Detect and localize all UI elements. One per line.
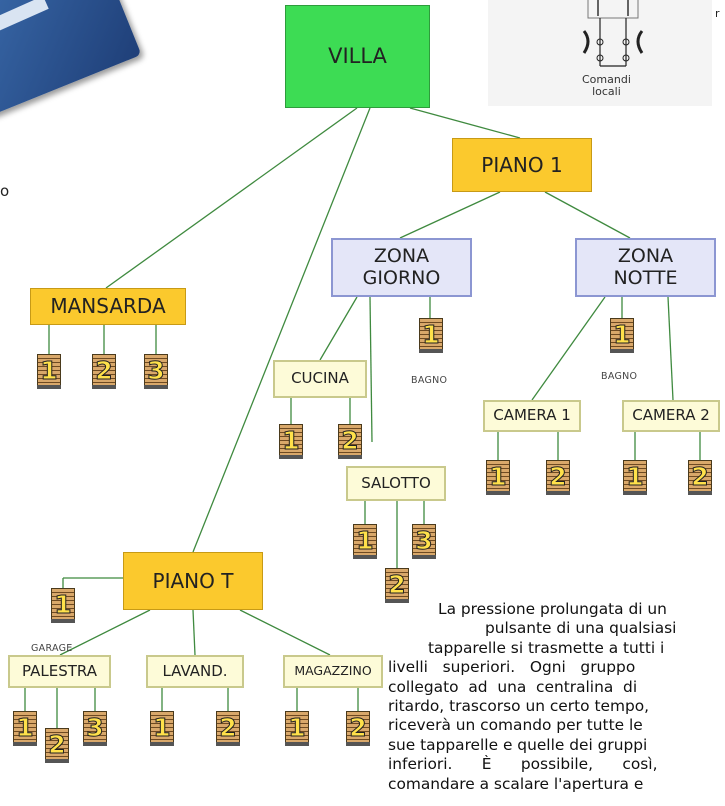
shutter-number: 2 <box>48 729 66 759</box>
shutter-number: 2 <box>95 355 113 385</box>
node-salotto: SALOTTO <box>346 466 446 501</box>
shutter-icon[interactable]: 2 <box>338 424 362 459</box>
shutter-icon[interactable]: 1 <box>623 460 647 495</box>
shutter-icon[interactable]: 1 <box>51 588 75 623</box>
shutter-number: 2 <box>549 461 567 491</box>
paragraph-line: sue tapparelle e quelle dei gruppi <box>388 735 648 754</box>
shutter-number: 1 <box>40 355 58 385</box>
node-camera-2: CAMERA 2 <box>622 400 720 432</box>
node-zona-notte: ZONA NOTTE <box>575 238 716 297</box>
node-piano-t: PIANO T <box>123 552 263 610</box>
shutter-icon[interactable]: 1 <box>37 354 61 389</box>
shutter-number: 1 <box>422 319 440 349</box>
shutter-number: 3 <box>86 712 104 742</box>
shutter-icon[interactable]: 1 <box>610 318 634 353</box>
shutter-icon[interactable]: 2 <box>216 711 240 746</box>
paragraph-line: ritardo, trascorso un certo tempo, <box>388 697 650 716</box>
shutter-number: 3 <box>147 355 165 385</box>
paragraph-line: inferiori. È possibile, così, <box>388 755 658 774</box>
shutter-number: 1 <box>153 712 171 742</box>
stray-text-left: o <box>0 182 10 200</box>
shutter-icon[interactable]: 1 <box>419 318 443 353</box>
shutter-number: 1 <box>626 461 644 491</box>
paragraph-line: La pressione prolungata di un <box>438 600 667 618</box>
shutter-number: 1 <box>54 589 72 619</box>
shutter-number: 1 <box>16 712 34 742</box>
label-garage: GARAGE <box>31 643 73 654</box>
node-mansarda: MANSARDA <box>30 288 186 325</box>
shutter-icon[interactable]: 1 <box>279 424 303 459</box>
shutter-icon[interactable]: 1 <box>486 460 510 495</box>
shutter-number: 2 <box>349 712 367 742</box>
shutter-icon[interactable]: 2 <box>45 728 69 763</box>
node-zona-giorno: ZONA GIORNO <box>331 238 472 297</box>
paragraph-line: livelli superiori. Ogni gruppo <box>388 658 636 677</box>
shutter-icon[interactable]: 2 <box>385 568 409 603</box>
shutter-icon[interactable]: 3 <box>144 354 168 389</box>
shutter-number: 3 <box>415 525 433 555</box>
shutter-icon[interactable]: 2 <box>546 460 570 495</box>
shutter-icon[interactable]: 2 <box>346 711 370 746</box>
shutter-number: 1 <box>282 425 300 455</box>
explanation-paragraph: La pressione prolungata di un pulsante d… <box>388 600 720 794</box>
shutter-icon[interactable]: 1 <box>353 524 377 559</box>
shutter-icon[interactable]: 1 <box>150 711 174 746</box>
paragraph-line: collegato ad una centralina di <box>388 677 638 696</box>
node-piano-1: PIANO 1 <box>452 138 592 192</box>
shutter-icon[interactable]: 1 <box>13 711 37 746</box>
node-villa: VILLA <box>285 5 430 108</box>
shutter-number: 1 <box>489 461 507 491</box>
stray-text-right: r <box>715 7 720 20</box>
switch-icon <box>582 0 644 67</box>
shutter-icon[interactable]: 2 <box>92 354 116 389</box>
shutter-number: 2 <box>341 425 359 455</box>
node-magazzino: MAGAZZINO <box>283 655 383 688</box>
label-bagno-giorno: BAGNO <box>411 375 448 386</box>
shutter-icon[interactable]: 3 <box>412 524 436 559</box>
paragraph-line: pulsante di una qualsiasi <box>485 619 677 638</box>
shutter-icon[interactable]: 2 <box>688 460 712 495</box>
shutter-number: 2 <box>388 569 406 599</box>
shutter-icon[interactable]: 1 <box>285 711 309 746</box>
local-controls-photo: Comandi locali <box>488 0 712 106</box>
paragraph-line: comandare a scalare l'apertura e <box>388 774 644 793</box>
shutter-icon[interactable]: 3 <box>83 711 107 746</box>
panel-caption: Comandi locali <box>582 73 631 98</box>
node-camera-1: CAMERA 1 <box>483 400 581 432</box>
shutter-number: 1 <box>356 525 374 555</box>
paragraph-line: tapparelle si trasmette a tutti i <box>428 638 665 657</box>
paragraph-line: riceverà un comando per tutte le <box>388 716 643 735</box>
shutter-number: 2 <box>691 461 709 491</box>
node-palestra: PALESTRA <box>8 655 111 688</box>
node-lavand: LAVAND. <box>146 655 244 688</box>
shutter-number: 1 <box>613 319 631 349</box>
label-bagno-notte: BAGNO <box>601 371 638 382</box>
shutter-number: 1 <box>288 712 306 742</box>
node-cucina: CUCINA <box>273 360 367 398</box>
shutter-number: 2 <box>219 712 237 742</box>
